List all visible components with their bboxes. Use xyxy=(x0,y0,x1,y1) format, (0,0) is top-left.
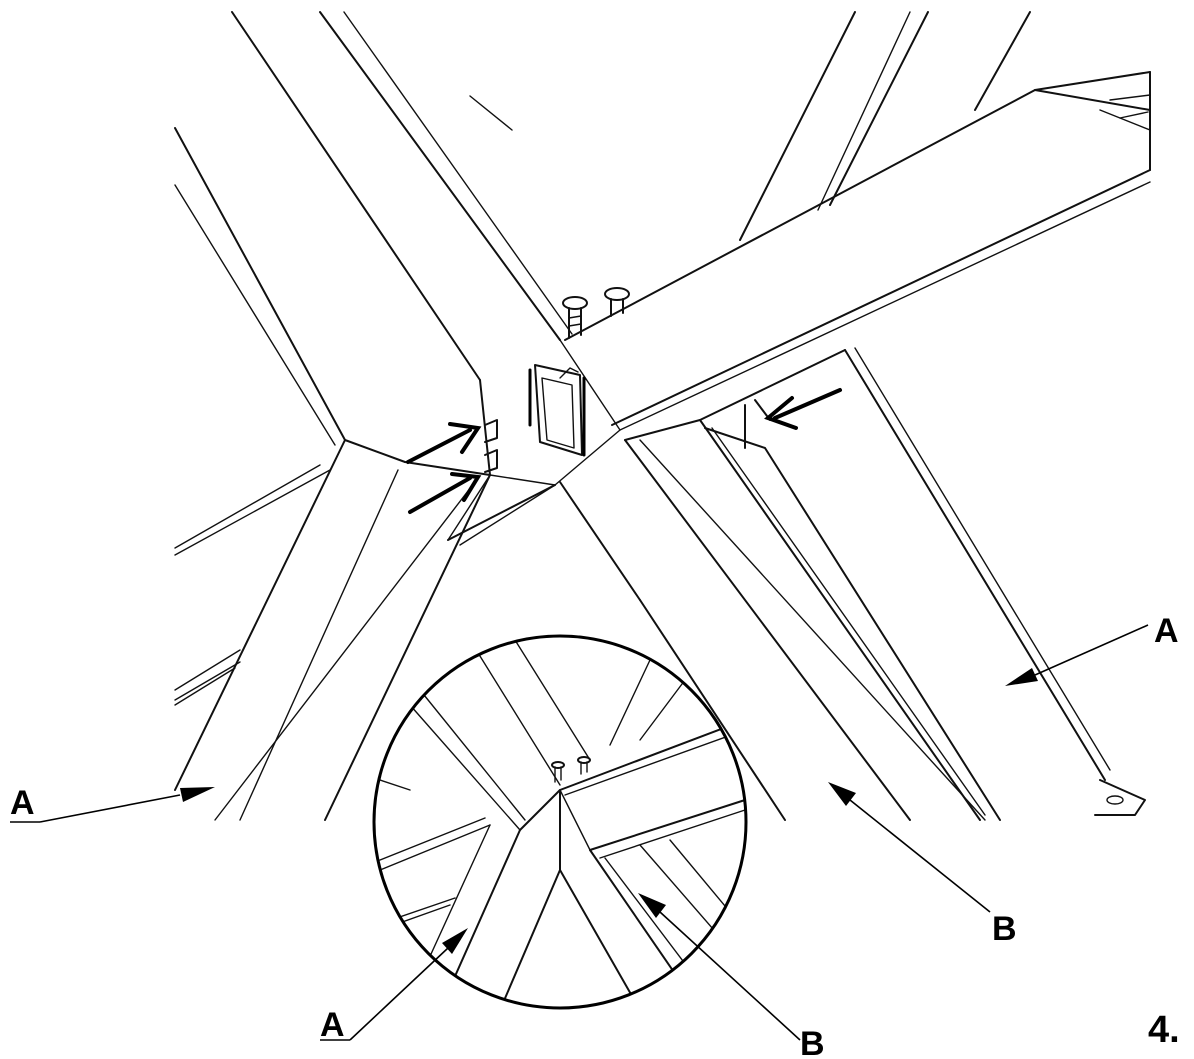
left-rails xyxy=(174,464,331,706)
slot-arrow-lower xyxy=(408,472,482,514)
center-beam xyxy=(447,439,986,821)
bolt-left xyxy=(562,296,588,339)
rear-posts xyxy=(739,11,1031,241)
callout-center-beam xyxy=(828,782,991,913)
detail-view xyxy=(372,634,748,1010)
bolt-right xyxy=(604,287,630,317)
callout-leg-left xyxy=(10,787,215,823)
slot-arrow-upper xyxy=(406,422,482,464)
right-foot xyxy=(1094,779,1146,816)
left-leg-slots xyxy=(484,419,498,473)
label-detail-right: B xyxy=(800,1025,825,1059)
upper-left-beam xyxy=(231,11,573,381)
label-detail-left: A xyxy=(320,1006,345,1044)
callout-detail-left xyxy=(320,928,468,1041)
label-leg-right: A xyxy=(1154,612,1179,650)
label-leg-left: A xyxy=(10,784,35,822)
label-center-beam: B xyxy=(992,910,1017,948)
callout-leg-right xyxy=(1005,624,1149,686)
frame-structure xyxy=(174,11,1151,821)
step-number: 4. xyxy=(1148,1009,1180,1051)
slot-arrow-right xyxy=(764,388,842,430)
right-leg xyxy=(624,347,1111,821)
callout-detail-right xyxy=(638,893,801,1041)
top-right-beam xyxy=(564,71,1151,431)
hub-plate xyxy=(489,339,621,486)
